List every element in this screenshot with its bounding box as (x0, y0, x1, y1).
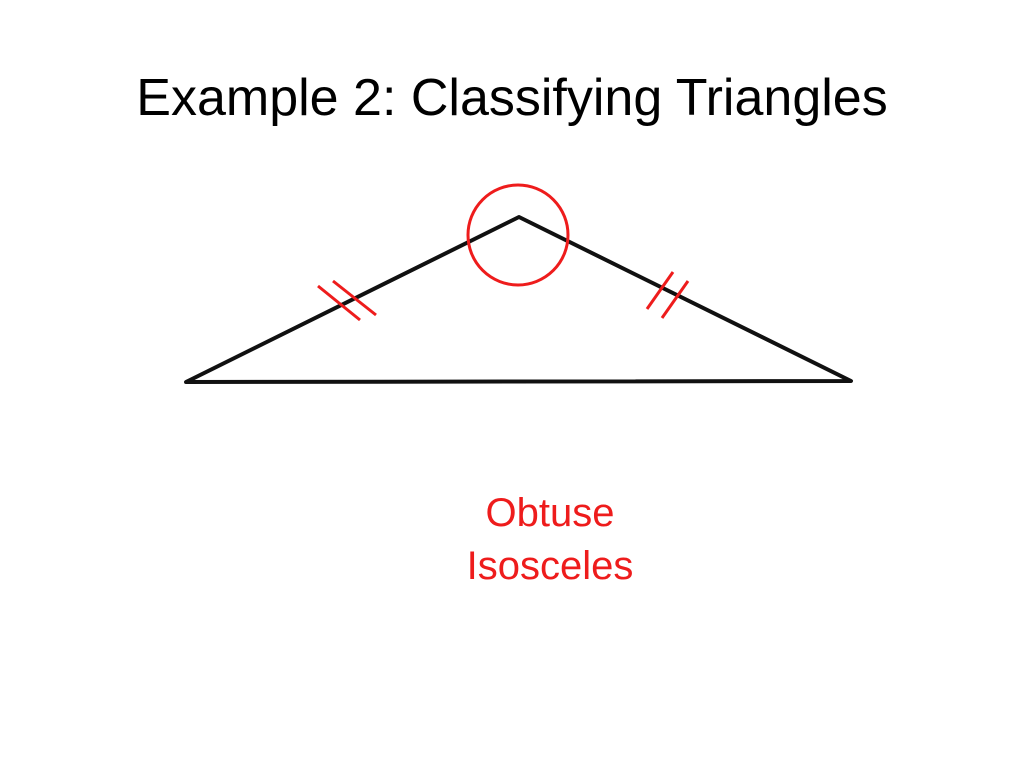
tick-mark (317, 284, 361, 322)
right-side-tick-marks (645, 271, 690, 319)
left-side-tick-marks (317, 279, 377, 322)
obtuse-angle-circle (466, 183, 570, 287)
answer-angle-type: Obtuse (485, 491, 615, 535)
isosceles-triangle (184, 215, 853, 384)
tick-mark (645, 271, 675, 310)
slide-title: Example 2: Classifying Triangles (136, 69, 888, 127)
tick-mark (332, 279, 377, 317)
classification-answer: Obtuse Isosceles (400, 487, 700, 593)
tick-mark (660, 280, 690, 319)
answer-side-type: Isosceles (466, 544, 634, 588)
